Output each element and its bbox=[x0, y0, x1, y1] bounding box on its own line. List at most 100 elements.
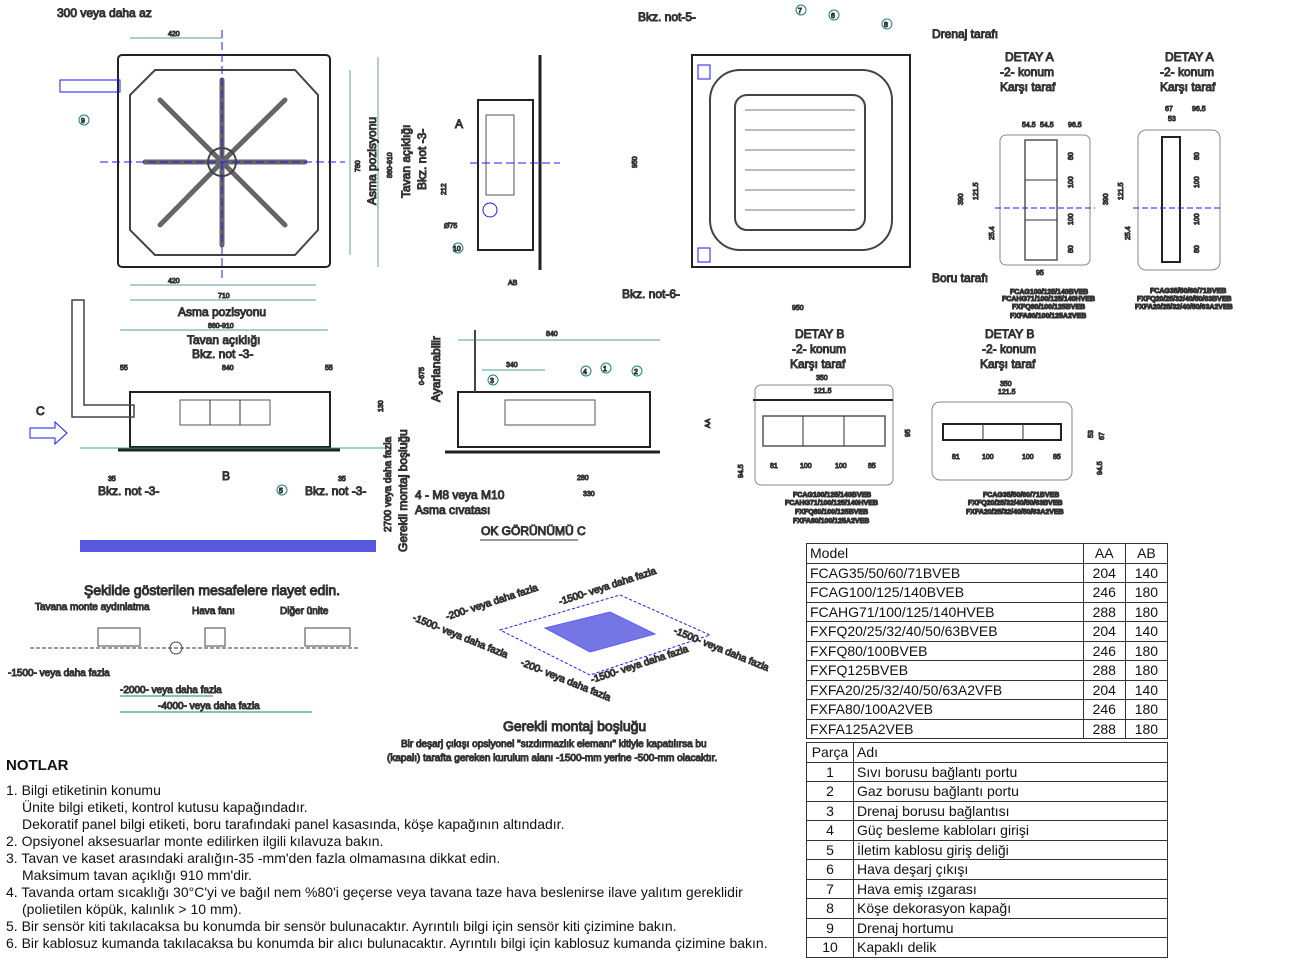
svg-text:Karşı taraf: Karşı taraf bbox=[980, 357, 1036, 371]
note-line: 4. Tavanda ortam sıcaklığı 30°C'yi ve ba… bbox=[6, 884, 743, 900]
svg-text:25.4: 25.4 bbox=[1125, 226, 1132, 240]
table-cell: Drenaj borusu bağlantısı bbox=[853, 800, 1168, 821]
montaj-note2: (kapalı) tarafta gereken kurulum alanı -… bbox=[387, 753, 717, 764]
table-cell: 140 bbox=[1124, 621, 1169, 642]
label-bkz3: Bkz. not -3- bbox=[192, 347, 253, 361]
label-fan: Hava fanı bbox=[192, 606, 235, 617]
svg-text:96.5: 96.5 bbox=[1068, 122, 1082, 129]
svg-text:FCAG100/125/140BVEB: FCAG100/125/140BVEB bbox=[793, 492, 871, 499]
montaj-isometric bbox=[498, 594, 712, 676]
table-cell: 1 bbox=[806, 761, 854, 782]
svg-text:80: 80 bbox=[1194, 152, 1201, 160]
table-cell: Kapaklı delik bbox=[853, 937, 1168, 958]
callout-6: 6 bbox=[831, 13, 835, 20]
svg-text:85: 85 bbox=[1053, 454, 1061, 461]
table-cell: 180 bbox=[1124, 660, 1169, 681]
callout-7: 7 bbox=[798, 8, 802, 15]
table-cell: 180 bbox=[1124, 582, 1169, 603]
callout-2: 2 bbox=[634, 369, 638, 376]
label-other-unit: Diğer ünite bbox=[280, 606, 329, 617]
svg-text:FXFA20/25/32/40/50/63A2VEB: FXFA20/25/32/40/50/63A2VEB bbox=[966, 509, 1064, 516]
montaj-l1: -200- veya daha fazla bbox=[445, 583, 540, 623]
svg-text:25.4: 25.4 bbox=[989, 226, 996, 240]
svg-text:FXFQ80/100/125BVEB: FXFQ80/100/125BVEB bbox=[1012, 304, 1085, 311]
table-cell: 140 bbox=[1124, 562, 1169, 583]
svg-text:100: 100 bbox=[1068, 213, 1075, 225]
table-cell: FXFQ80/100BVEB bbox=[806, 640, 1084, 661]
svg-text:95: 95 bbox=[905, 429, 912, 437]
bottom-view bbox=[691, 54, 911, 268]
table-cell: FCAHG71/100/125/140HVEB bbox=[806, 601, 1084, 622]
svg-text:FCAG35/50/60/71BVEB: FCAG35/50/60/71BVEB bbox=[983, 492, 1059, 499]
label-b: B bbox=[222, 469, 230, 483]
callout-1: 1 bbox=[603, 366, 607, 373]
dim-2700: 2700 veya daha fazla bbox=[383, 436, 394, 532]
svg-text:DETAY B: DETAY B bbox=[985, 327, 1034, 341]
table-cell: 288 bbox=[1082, 601, 1126, 622]
table-cell: Güç besleme kabloları girişi bbox=[853, 820, 1168, 841]
label-drenaj: Drenaj tarafı bbox=[932, 27, 998, 41]
svg-text:FXFQ20/25/32/40/50/63BVEB: FXFQ20/25/32/40/50/63BVEB bbox=[968, 500, 1063, 507]
svg-text:121.5: 121.5 bbox=[973, 182, 980, 200]
svg-text:FXFA80/100/125A2VEB: FXFA80/100/125A2VEB bbox=[1010, 313, 1086, 320]
table-cell: 180 bbox=[1124, 699, 1169, 720]
svg-text:FCAHG71/100/125/140HVEB: FCAHG71/100/125/140HVEB bbox=[785, 500, 878, 507]
table-cell: 246 bbox=[1082, 699, 1126, 720]
table-cell: Köşe dekorasyon kapağı bbox=[853, 898, 1168, 919]
callout-9 bbox=[78, 114, 90, 126]
note-line: 3. Tavan ve kaset arasındaki aralığın-35… bbox=[6, 850, 501, 866]
svg-text:53: 53 bbox=[1088, 430, 1095, 438]
note-line: 2. Opsiyonel aksesuarlar monte edilirken… bbox=[6, 833, 384, 849]
svg-text:FXFA20/25/32/40/50/63A2VEB: FXFA20/25/32/40/50/63A2VEB bbox=[1135, 304, 1233, 311]
label-view-c: OK GÖRÜNÜMÜ C bbox=[481, 524, 586, 538]
dim-710: 710 bbox=[218, 293, 230, 300]
svg-text:81: 81 bbox=[770, 463, 778, 470]
dim-340: 340 bbox=[506, 362, 518, 369]
table-cell: FXFA125A2VEB bbox=[806, 718, 1084, 739]
dim-780: 780 bbox=[355, 160, 362, 172]
note-line: Dekoratif panel bilgi etiketi, boru tara… bbox=[22, 816, 565, 832]
label-bkz6: Bkz. not-6- bbox=[622, 287, 680, 301]
svg-text:DETAY A: DETAY A bbox=[1005, 50, 1054, 64]
montaj-l3: -1500- veya daha fazla bbox=[411, 613, 510, 661]
svg-text:121.5: 121.5 bbox=[814, 388, 832, 395]
table-cell: 6 bbox=[806, 859, 854, 880]
table-cell: Sıvı borusu bağlantı portu bbox=[853, 761, 1168, 782]
table-cell: 180 bbox=[1124, 718, 1169, 739]
table-cell: 204 bbox=[1082, 621, 1126, 642]
callout-9-text: 9 bbox=[81, 118, 85, 125]
dim-35b: 35 bbox=[338, 476, 346, 483]
callout-5: 5 bbox=[279, 488, 283, 495]
table-cell: 7 bbox=[806, 878, 854, 899]
montaj-l2: -1500- veya daha fazla bbox=[558, 566, 659, 608]
dim-ab: AB bbox=[508, 280, 518, 287]
label-tavan: Tavan açıklığı bbox=[187, 333, 260, 347]
table-cell: İletim kablosu giriş deliği bbox=[853, 839, 1168, 860]
table-cell: 9 bbox=[806, 917, 854, 938]
label-bkz5: Bkz. not-5- bbox=[638, 10, 696, 24]
svg-text:94.5: 94.5 bbox=[1097, 461, 1104, 475]
dim-0-675: 0-675 bbox=[419, 367, 426, 385]
table-cell: 180 bbox=[1124, 601, 1169, 622]
